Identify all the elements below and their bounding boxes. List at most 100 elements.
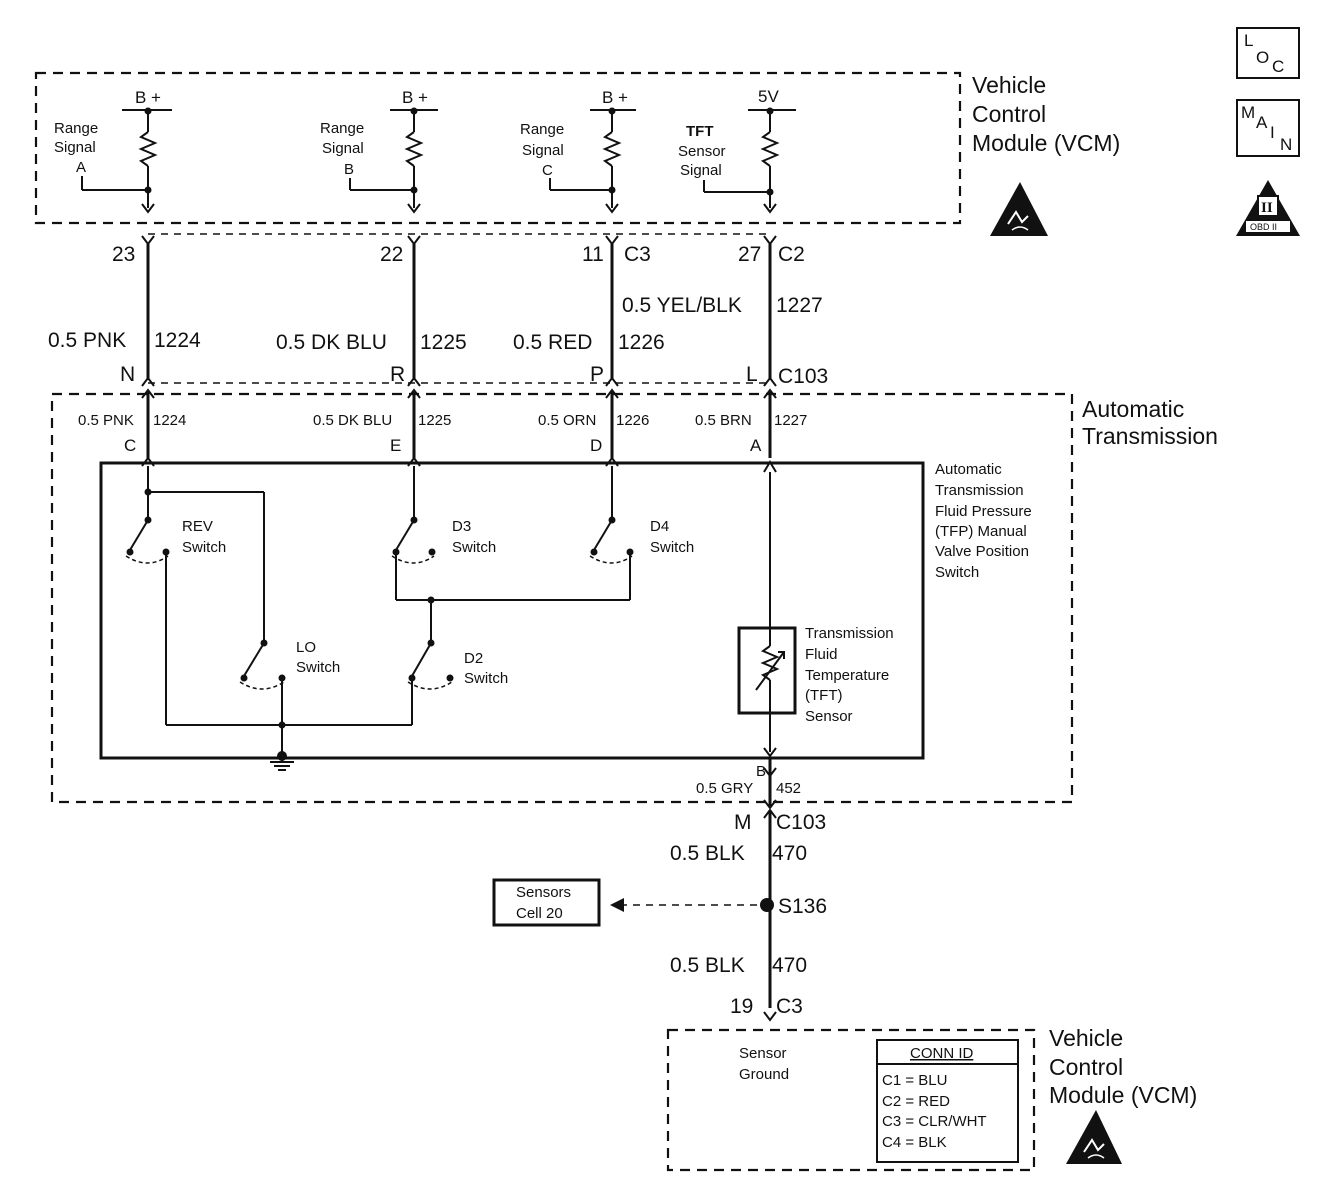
svg-text:Switch: Switch	[935, 564, 979, 581]
vcm-top-title-1: Vehicle	[972, 72, 1046, 98]
tft-label-4: (TFT)	[805, 687, 842, 704]
tft-signal-label-2: Sensor	[678, 143, 726, 160]
main-icon: M A I N	[1236, 99, 1300, 157]
trans-wire-1224-circuit: 1224	[153, 412, 186, 429]
c103-terminal-r: R	[390, 363, 405, 386]
connector-c2: C2	[778, 243, 805, 266]
supply-label-5v: 5V	[758, 87, 779, 106]
vcm-bottom-title-1: Vehicle	[1049, 1025, 1123, 1051]
trans-wire-1227-color: 0.5 BRN	[695, 412, 752, 429]
sensor-ground-label-1: Sensor	[739, 1045, 787, 1062]
vcm-bottom: Vehicle Control Module (VCM) Sensor Grou…	[666, 1025, 1197, 1172]
c103-terminal-m: M	[734, 811, 752, 834]
tft-label-3: Temperature	[805, 667, 889, 684]
arrow-left-icon	[610, 898, 624, 912]
svg-text:OBD II: OBD II	[1250, 222, 1277, 232]
lo-switch: LO Switch	[239, 639, 340, 756]
tfp-switch-box	[99, 461, 925, 760]
esd-icon-top	[990, 182, 1048, 236]
svg-text:Transmission: Transmission	[935, 482, 1024, 499]
wire-470-circuit-2: 470	[772, 954, 807, 977]
trans-wire-1227-circuit: 1227	[774, 412, 807, 429]
trans-terminal-c: C	[124, 436, 136, 455]
upper-harness: 23 22 11 C3 27 C2 0.5 PNK 1224 0.5 DK BL…	[48, 233, 828, 388]
vcm-top-boundary	[34, 71, 962, 225]
c103-terminal-l: L	[746, 363, 758, 386]
trans-terminal-d: D	[590, 436, 602, 455]
svg-text:N: N	[1280, 135, 1292, 154]
range-signal-c-label-1: Range	[520, 121, 564, 138]
ground-icon	[270, 756, 294, 771]
rev-switch: REV Switch	[125, 466, 265, 725]
supply-label-a: B +	[135, 88, 161, 107]
conn-id-row-c3: C3 = CLR/WHT	[882, 1113, 987, 1130]
ground-wire-circuit: 452	[776, 780, 801, 797]
rev-switch-label-1: REV	[182, 518, 213, 535]
transmission-title-1: Automatic	[1082, 396, 1184, 422]
lo-switch-label-1: LO	[296, 639, 316, 656]
range-signal-a-circuit: B + Range Signal A	[54, 88, 172, 214]
connector-c3-lower: C3	[776, 995, 803, 1018]
wire-470-color-1: 0.5 BLK	[670, 842, 745, 865]
svg-text:L: L	[1244, 31, 1253, 50]
trans-wire-1225-color: 0.5 DK BLU	[313, 412, 392, 429]
sensor-ground-label-2: Ground	[739, 1066, 789, 1083]
range-signal-a-label-2: Signal	[54, 139, 96, 156]
wire-1227-color: 0.5 YEL/BLK	[622, 294, 742, 317]
range-signal-a-label-3: A	[76, 159, 86, 176]
trans-terminal-a: A	[750, 436, 762, 455]
connector-c3-upper: C3	[624, 243, 651, 266]
d3-switch-label-1: D3	[452, 518, 471, 535]
supply-label-c: B +	[602, 88, 628, 107]
trans-wire-1226-circuit: 1226	[616, 412, 649, 429]
svg-text:I: I	[1270, 123, 1275, 142]
trans-wire-1224-color: 0.5 PNK	[78, 412, 134, 429]
vcm-top: Vehicle Control Module (VCM) B + Range S…	[34, 71, 1120, 225]
conn-id-row-c1: C1 = BLU	[882, 1072, 947, 1089]
splice-s136-label: S136	[778, 895, 827, 918]
trans-terminal-b: B	[756, 763, 766, 780]
tft-sensor-box	[737, 626, 797, 715]
d3-switch: D3 Switch	[391, 466, 496, 600]
wire-1226-color: 0.5 RED	[513, 331, 592, 354]
wire-1224-circuit: 1224	[154, 329, 201, 352]
d2-switch-label-1: D2	[464, 650, 483, 667]
ground-wire-color: 0.5 GRY	[696, 780, 753, 797]
tft-label-1: Transmission	[805, 625, 894, 642]
range-signal-b-label-3: B	[344, 161, 354, 178]
vcm-top-title-2: Control	[972, 101, 1046, 127]
svg-text:II: II	[1261, 200, 1273, 216]
lo-switch-label-2: Switch	[296, 659, 340, 676]
automatic-transmission: Automatic Transmission 0.5 PNK 1224 C 0.…	[50, 388, 1218, 806]
ref-box-line-2: Cell 20	[516, 905, 563, 922]
tft-sensor-signal-circuit: 5V TFT Sensor Signal	[678, 87, 796, 214]
d4-switch: D4 Switch	[589, 466, 694, 600]
wire-1226-circuit: 1226	[618, 331, 665, 354]
pin-27: 27	[738, 243, 761, 266]
d2-switch-label-2: Switch	[464, 670, 508, 687]
svg-text:Fluid Pressure: Fluid Pressure	[935, 503, 1032, 520]
d4-switch-label-1: D4	[650, 518, 669, 535]
wire-1225-circuit: 1225	[420, 331, 467, 354]
pin-22: 22	[380, 243, 403, 266]
conn-id-row-c2: C2 = RED	[882, 1093, 950, 1110]
tft-signal-label-3: Signal	[680, 162, 722, 179]
wire-1227-circuit: 1227	[776, 294, 823, 317]
trans-wire-1226-color: 0.5 ORN	[538, 412, 596, 429]
tfp-title: Automatic Transmission Fluid Pressure (T…	[935, 461, 1032, 581]
wire-1225-color: 0.5 DK BLU	[276, 331, 387, 354]
svg-text:M: M	[1241, 103, 1255, 122]
range-signal-a-label-1: Range	[54, 120, 98, 137]
vcm-bottom-title-2: Control	[1049, 1054, 1123, 1080]
pin-19: 19	[730, 995, 753, 1018]
vcm-top-title-3: Module (VCM)	[972, 130, 1120, 156]
c103-terminal-n: N	[120, 363, 135, 386]
svg-text:O: O	[1256, 48, 1269, 67]
svg-text:C: C	[1272, 57, 1284, 76]
tft-label-5: Sensor	[805, 708, 853, 725]
obd-ii-icon: II OBD II	[1236, 180, 1300, 236]
transmission-boundary	[50, 392, 1074, 804]
rev-switch-label-2: Switch	[182, 539, 226, 556]
sensors-cell-20-reference[interactable]: Sensors Cell 20	[492, 878, 601, 927]
